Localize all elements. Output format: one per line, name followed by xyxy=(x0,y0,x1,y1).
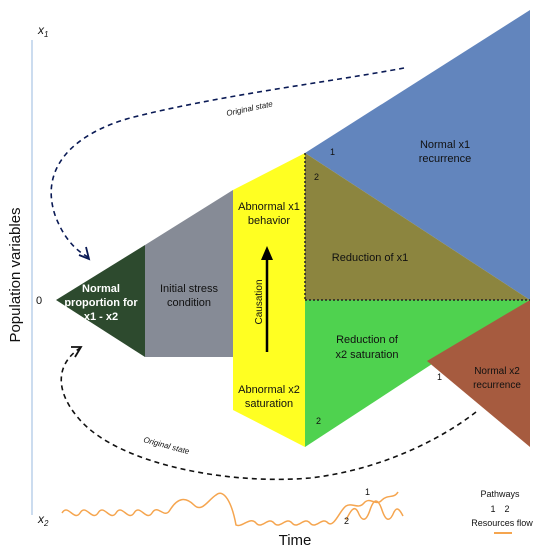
normal-proportion-label: Normal proportion for x1 - x2 xyxy=(64,283,138,323)
svg-text:recurrence: recurrence xyxy=(473,380,521,391)
pathway-marker-lower-1: 1 xyxy=(437,372,442,382)
resources-flow-wave-2 xyxy=(345,500,404,521)
normal-x1-recurrence-region xyxy=(305,10,530,300)
normal-x2-recurrence-label: Normal x2 recurrence xyxy=(473,366,521,391)
legend-pathways-title: Pathways xyxy=(480,489,520,499)
svg-text:x2 saturation: x2 saturation xyxy=(336,349,399,361)
resources-flow-wave-1 xyxy=(61,491,399,527)
original-state-bottom-label: Original state xyxy=(142,435,190,456)
svg-text:condition: condition xyxy=(167,297,211,309)
legend-pathway-2: 2 xyxy=(504,504,509,514)
reduction-x1-label: Reduction of x1 xyxy=(332,252,408,264)
svg-text:Abnormal x1: Abnormal x1 xyxy=(238,201,300,213)
pathway-marker-lower-2: 2 xyxy=(316,416,321,426)
wave-1-label: 1 xyxy=(365,487,370,497)
normal-proportion-region xyxy=(56,245,145,357)
original-state-top-label: Original state xyxy=(226,99,275,118)
svg-text:saturation: saturation xyxy=(245,398,293,410)
svg-text:Reduction of: Reduction of xyxy=(336,334,399,346)
svg-text:Normal x2: Normal x2 xyxy=(474,366,520,377)
original-state-bottom-arrowhead xyxy=(71,346,83,358)
x2-axis-label: x2 xyxy=(37,512,49,528)
reduction-x2-label: Reduction of x2 saturation xyxy=(336,334,399,361)
pathway-marker-upper-2: 2 xyxy=(314,172,319,182)
svg-text:recurrence: recurrence xyxy=(419,153,472,165)
abnormal-yellow-region xyxy=(233,153,305,447)
abnormal-saturation-label: Abnormal x2 saturation xyxy=(238,384,300,410)
causation-label: Causation xyxy=(254,279,265,324)
legend-resources-flow: Resources flow xyxy=(471,518,533,528)
wave-2-label: 2 xyxy=(344,516,349,526)
normal-x1-recurrence-label: Normal x1 recurrence xyxy=(419,139,472,165)
x-axis-title: Time xyxy=(279,532,312,549)
svg-text:Normal: Normal xyxy=(82,283,120,295)
legend-pathway-1: 1 xyxy=(490,504,495,514)
svg-text:Abnormal x2: Abnormal x2 xyxy=(238,384,300,396)
reduction-x1-region xyxy=(305,153,530,300)
legend: Pathways 1 2 Resources flow xyxy=(471,489,533,534)
svg-text:behavior: behavior xyxy=(248,215,291,227)
causation-arrowhead xyxy=(261,246,273,260)
svg-text:Normal x1: Normal x1 xyxy=(420,139,470,151)
svg-text:Initial stress: Initial stress xyxy=(160,283,219,295)
x1-axis-label: x1 xyxy=(37,23,48,39)
svg-text:proportion for: proportion for xyxy=(64,297,138,309)
normal-x2-recurrence-region xyxy=(427,300,530,447)
pathway-marker-upper-1: 1 xyxy=(330,147,335,157)
svg-text:x1 - x2: x1 - x2 xyxy=(84,311,118,323)
initial-stress-label: Initial stress condition xyxy=(160,283,219,309)
y-axis-title: Population variables xyxy=(7,207,24,342)
zero-label: 0 xyxy=(36,295,42,307)
initial-stress-region xyxy=(145,190,233,357)
original-state-top-arrowhead xyxy=(78,246,91,261)
abnormal-behavior-label: Abnormal x1 behavior xyxy=(238,201,300,227)
